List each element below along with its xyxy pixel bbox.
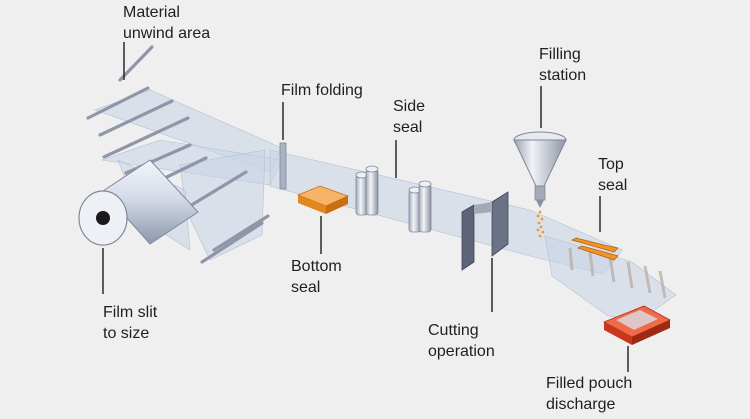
cutting-blades [461, 191, 509, 271]
roller-8 [200, 221, 264, 264]
label-filled-pouch-discharge: Filled pouch discharge [546, 375, 633, 413]
leader-lines [102, 42, 629, 372]
film-slit-roll [78, 159, 199, 246]
label-cutting-operation: Cutting operation [428, 322, 495, 360]
film-folding-bar [279, 142, 287, 190]
label-top-seal: Top seal [598, 156, 628, 194]
roll-core [96, 211, 110, 225]
side-seal-posts [355, 165, 432, 233]
product-stream [536, 210, 545, 238]
label-film-slit: Film slit to size [103, 304, 158, 342]
label-bottom-seal: Bottom seal [291, 258, 342, 296]
label-side-seal: Side seal [393, 98, 426, 136]
roller-2 [86, 86, 150, 120]
pouch-segments [568, 247, 667, 299]
label-film-folding: Film folding [281, 82, 363, 99]
label-filling-station: Filling station [539, 46, 587, 84]
filling-funnel [513, 131, 567, 208]
discharge-tray [603, 305, 671, 345]
bottom-seal-block [296, 185, 350, 214]
label-material-unwind: Material unwind area [123, 4, 211, 42]
roller-3 [98, 99, 174, 137]
roller-1 [118, 45, 154, 82]
top-seal-bars [570, 237, 619, 261]
roller-9 [212, 214, 270, 252]
roller-4 [102, 116, 190, 159]
